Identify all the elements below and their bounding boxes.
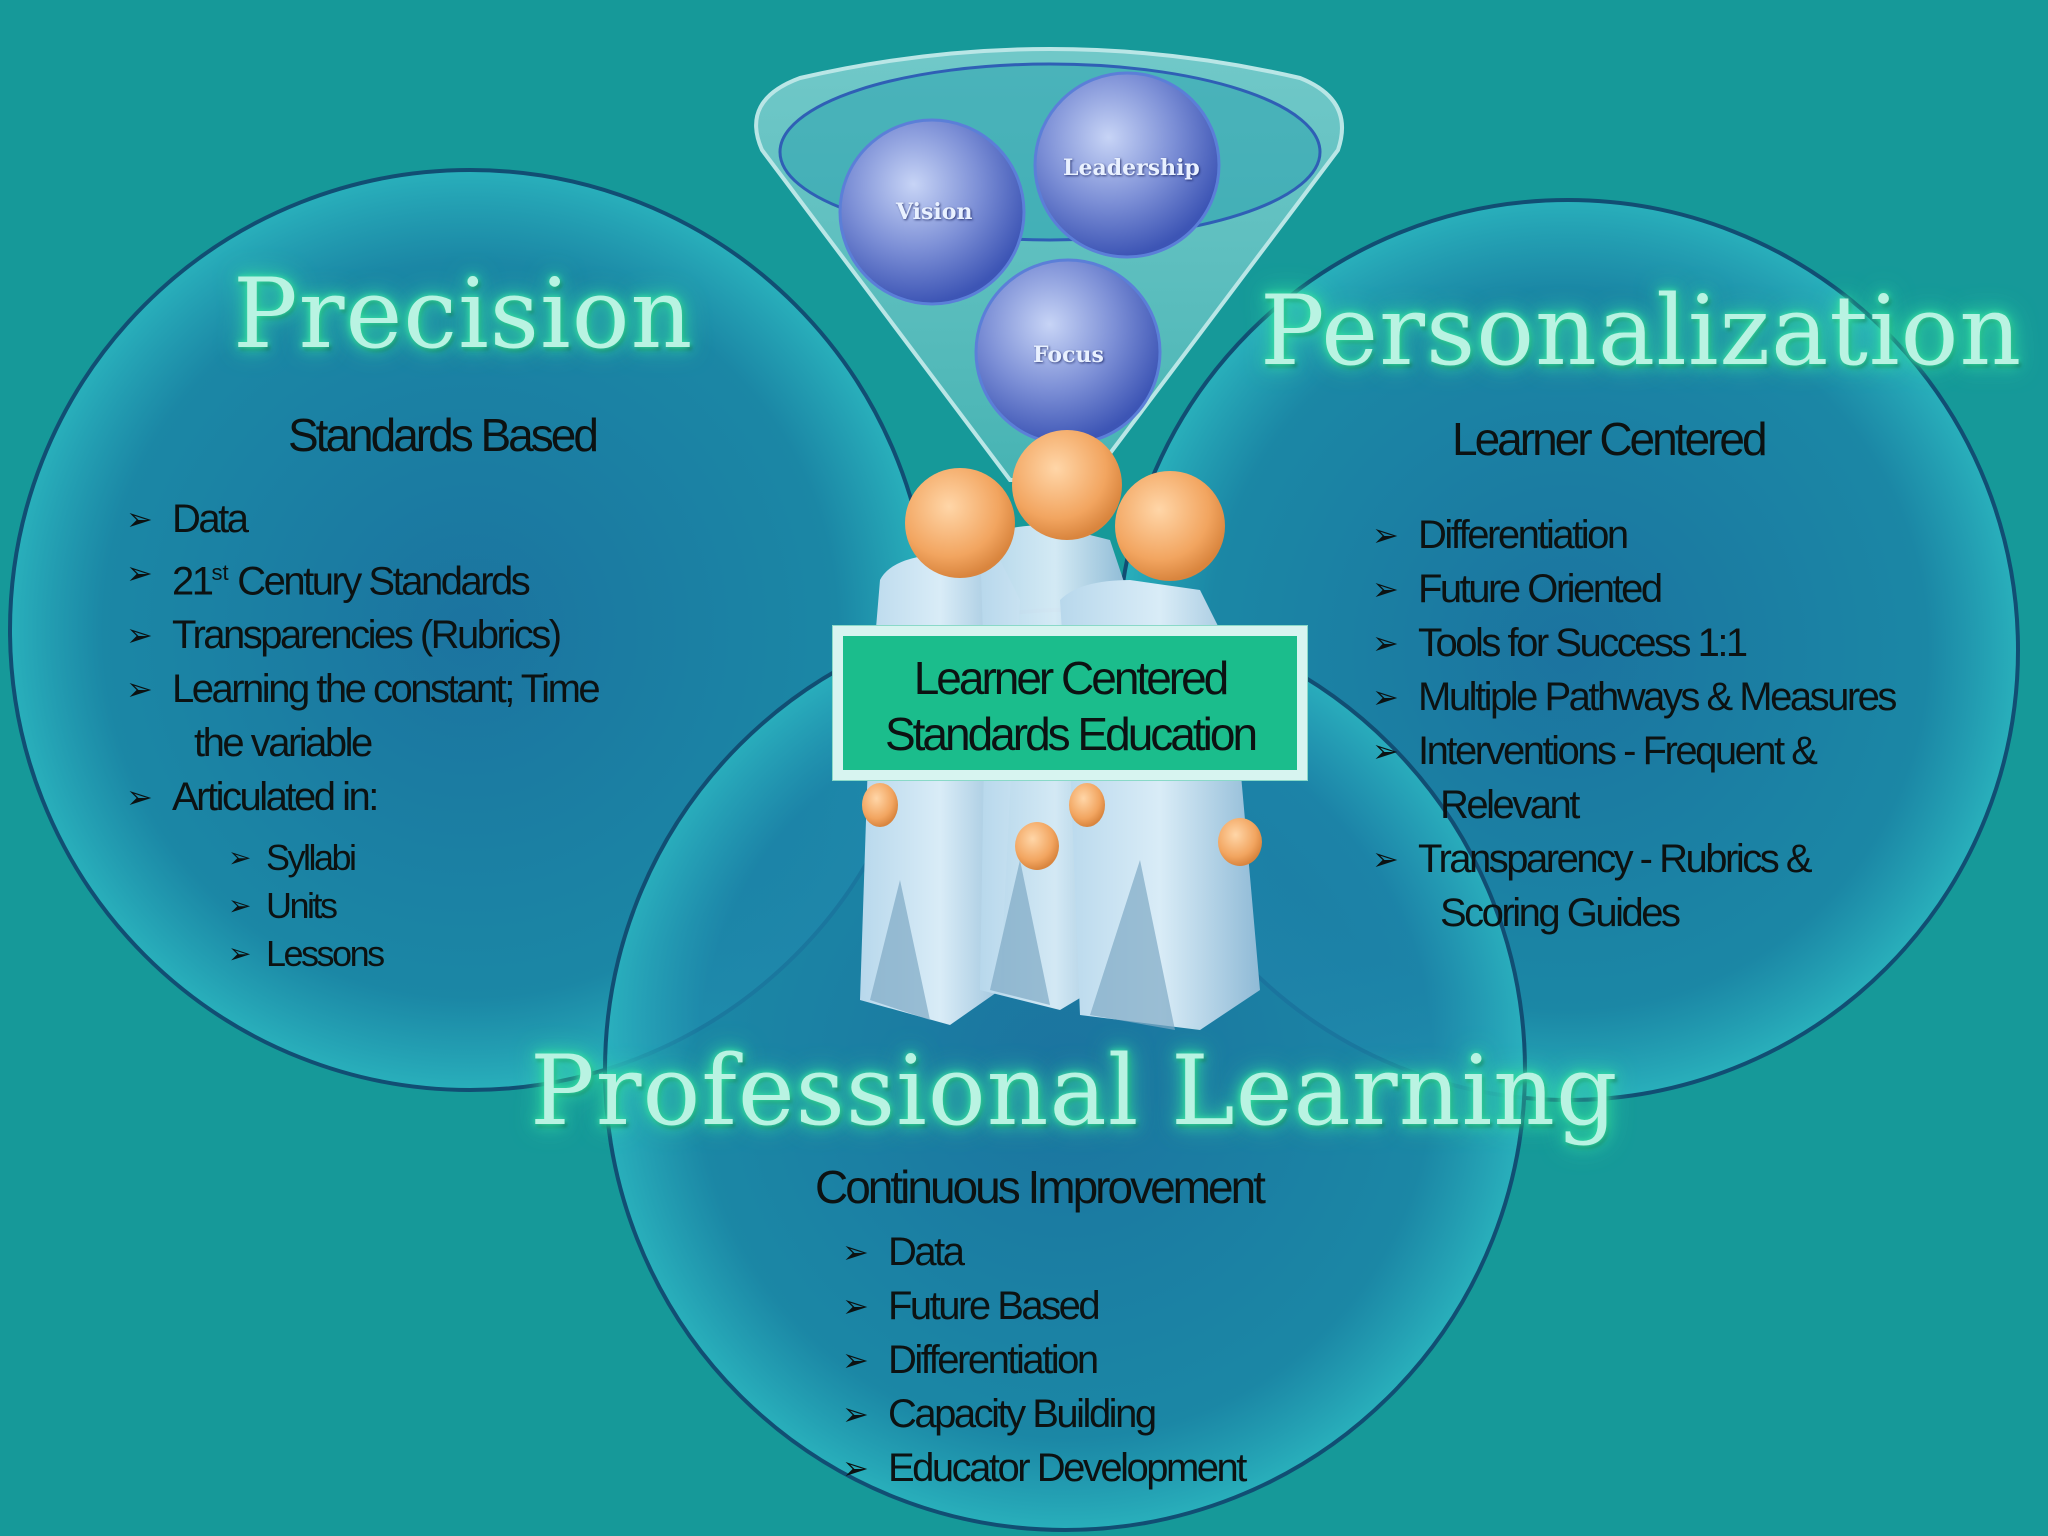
professional-subheading: Continuous Improvement [815, 1161, 1266, 1213]
list-item: Educator Development [842, 1441, 1382, 1495]
personalization-list: Differentiation Future Oriented Tools fo… [1372, 508, 2012, 940]
personalization-title: Personalization [1260, 275, 2023, 387]
center-label-line2: Standards Education [884, 708, 1258, 760]
list-item: Lessons [228, 930, 385, 978]
vision-bubble [838, 118, 1026, 306]
precision-title: Precision [233, 258, 694, 370]
list-item: Interventions - Frequent &Relevant [1372, 724, 2012, 832]
focus-label: Focus [1033, 342, 1104, 368]
list-item: Differentiation [842, 1333, 1382, 1387]
vision-label: Vision [896, 199, 973, 225]
list-item: Tools for Success 1:1 [1372, 616, 2012, 670]
list-item: Transparencies (Rubrics) [126, 608, 746, 662]
list-item: Capacity Building [842, 1387, 1382, 1441]
list-item: Units [228, 882, 383, 930]
list-item: Syllabi [228, 834, 383, 882]
professional-list: Data Future Based Differentiation Capaci… [842, 1225, 1382, 1495]
list-item: Multiple Pathways & Measures [1372, 670, 2012, 724]
leadership-label: Leadership [1063, 155, 1200, 181]
list-item: Articulated in: [126, 770, 746, 824]
list-item: 21st Century Standards [126, 546, 746, 608]
list-item: Data [126, 492, 746, 546]
center-label-box: Learner Centered Standards Education [832, 625, 1308, 781]
list-item: Differentiation [1372, 508, 2012, 562]
list-item: Data [842, 1225, 1382, 1279]
precision-subheading: Standards Based [288, 409, 599, 461]
list-item: Future Oriented [1372, 562, 2012, 616]
center-label-line1: Learner Centered [913, 652, 1230, 704]
list-item: Future Based [842, 1279, 1382, 1333]
list-item: Transparency - Rubrics &Scoring Guides [1372, 832, 2012, 940]
professional-learning-title: Professional Learning [530, 1035, 1619, 1147]
precision-list: Data 21st Century Standards Transparenci… [126, 492, 746, 824]
personalization-subheading: Learner Centered [1452, 413, 1768, 465]
precision-sublist: Syllabi Units Lessons [228, 834, 385, 978]
leadership-bubble [1033, 71, 1221, 259]
